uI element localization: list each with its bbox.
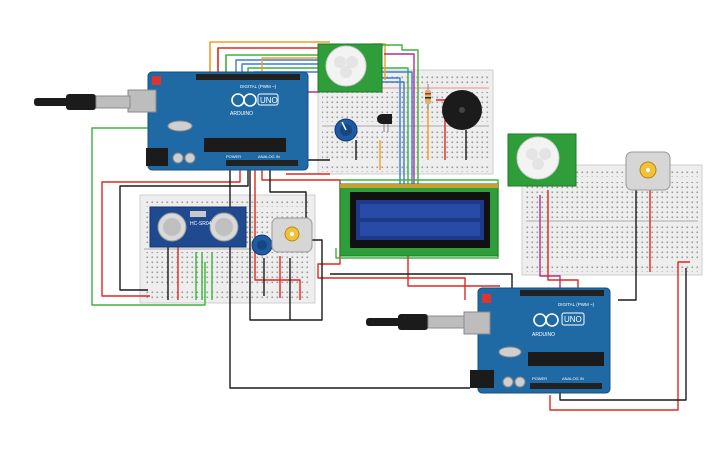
arduino-bottom-digital-label: DIGITAL (PWM ~) (558, 302, 595, 307)
arduino-logo-icon (231, 93, 257, 107)
dc-motor-icon (625, 151, 671, 191)
arduino-top-analog-label: ANALOG IN (258, 154, 280, 159)
pir-sensor-icon (507, 133, 577, 187)
ultrasonic-label: HC-SR04 (190, 221, 212, 227)
resistor-icon (425, 84, 431, 110)
lcd-16x2-icon (339, 183, 499, 257)
usb-cable-icon (34, 94, 131, 110)
arduino-top-power-label: POWER (226, 154, 241, 159)
usb-cable-icon (366, 314, 465, 330)
arduino-top-model: UNO (260, 96, 278, 105)
pir-sensor-icon (317, 43, 383, 93)
ultrasonic-sensor: HC-SR04 (149, 206, 247, 248)
potentiometer-icon (334, 118, 358, 142)
arduino-uno-top: ARDUINO UNO DIGITAL (PWM ~) POWER ANALOG… (127, 71, 309, 171)
breadboard-right (521, 164, 703, 276)
arduino-bottom-brand: ARDUINO (532, 332, 555, 338)
arduino-bottom-power-label: POWER (532, 376, 547, 381)
piezo-buzzer-icon (442, 90, 482, 130)
arduino-logo-icon (533, 313, 559, 327)
arduino-bottom-model: UNO (564, 315, 582, 324)
arduino-top-digital-label: DIGITAL (PWM ~) (240, 84, 277, 89)
potentiometer-icon (251, 234, 273, 256)
arduino-uno-bottom: ARDUINO UNO DIGITAL (PWM ~) POWER ANALOG… (463, 287, 611, 394)
arduino-top-brand: ARDUINO (230, 111, 253, 117)
arduino-bottom-analog-label: ANALOG IN (562, 376, 584, 381)
dc-motor-icon (271, 217, 313, 253)
transistor-icon (377, 114, 392, 132)
